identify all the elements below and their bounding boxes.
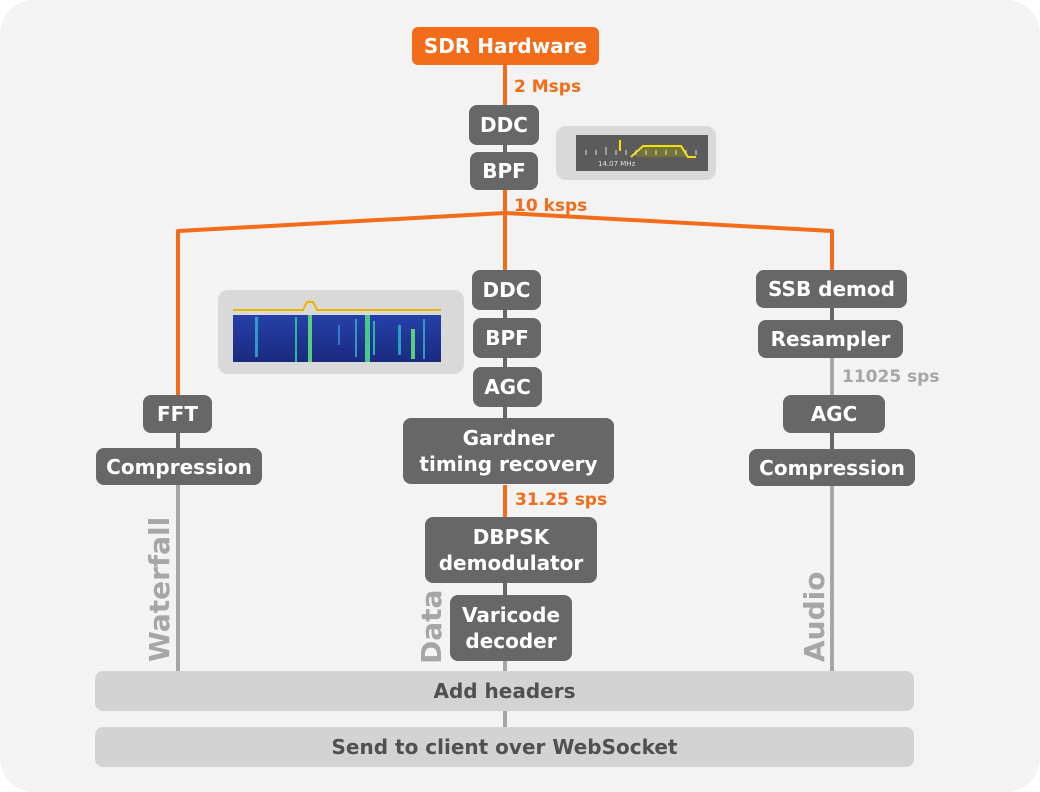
sdr-hardware-block: SDR Hardware: [412, 27, 599, 65]
rate-after-bpf: 10 ksps: [514, 196, 588, 216]
dbpsk-demodulator-block: DBPSK demodulator: [425, 517, 597, 583]
waterfall-stream-label: Waterfall: [143, 516, 176, 662]
resampler-block: Resampler: [758, 320, 903, 358]
add-headers-block: Add headers: [95, 671, 914, 711]
front-bpf-block: BPF: [470, 152, 538, 190]
split-lines: [176, 211, 834, 400]
data-stream-label: Data: [415, 589, 448, 664]
front-ddc-block: DDC: [469, 105, 539, 145]
passband-graphic: [585, 140, 697, 158]
audio-stream-label: Audio: [798, 571, 831, 662]
fft-block: FFT: [143, 395, 212, 433]
rate-hw-out: 2 Msps: [514, 77, 582, 97]
send-websocket-block: Send to client over WebSocket: [95, 727, 914, 767]
waterfall-spectrum-trace: [233, 301, 441, 311]
frequency-scale: 14.07 MHz: [576, 135, 708, 171]
data-bpf-block: BPF: [473, 318, 541, 358]
varicode-decoder-block: Varicode decoder: [450, 595, 572, 661]
rate-audio-resampled: 11025 sps: [842, 367, 940, 387]
waterfall-image: [233, 315, 441, 362]
rate-symbol: 31.25 sps: [515, 490, 608, 510]
ssb-demod-block: SSB demod: [756, 270, 907, 308]
audio-compression-block: Compression: [749, 449, 915, 486]
gardner-timing-recovery-block: Gardner timing recovery: [403, 418, 614, 484]
waterfall-compression-block: Compression: [96, 448, 262, 485]
data-ddc-block: DDC: [472, 270, 541, 310]
audio-agc-block: AGC: [783, 395, 885, 433]
data-agc-block: AGC: [473, 367, 542, 407]
frequency-label: 14.07 MHz: [598, 160, 636, 168]
